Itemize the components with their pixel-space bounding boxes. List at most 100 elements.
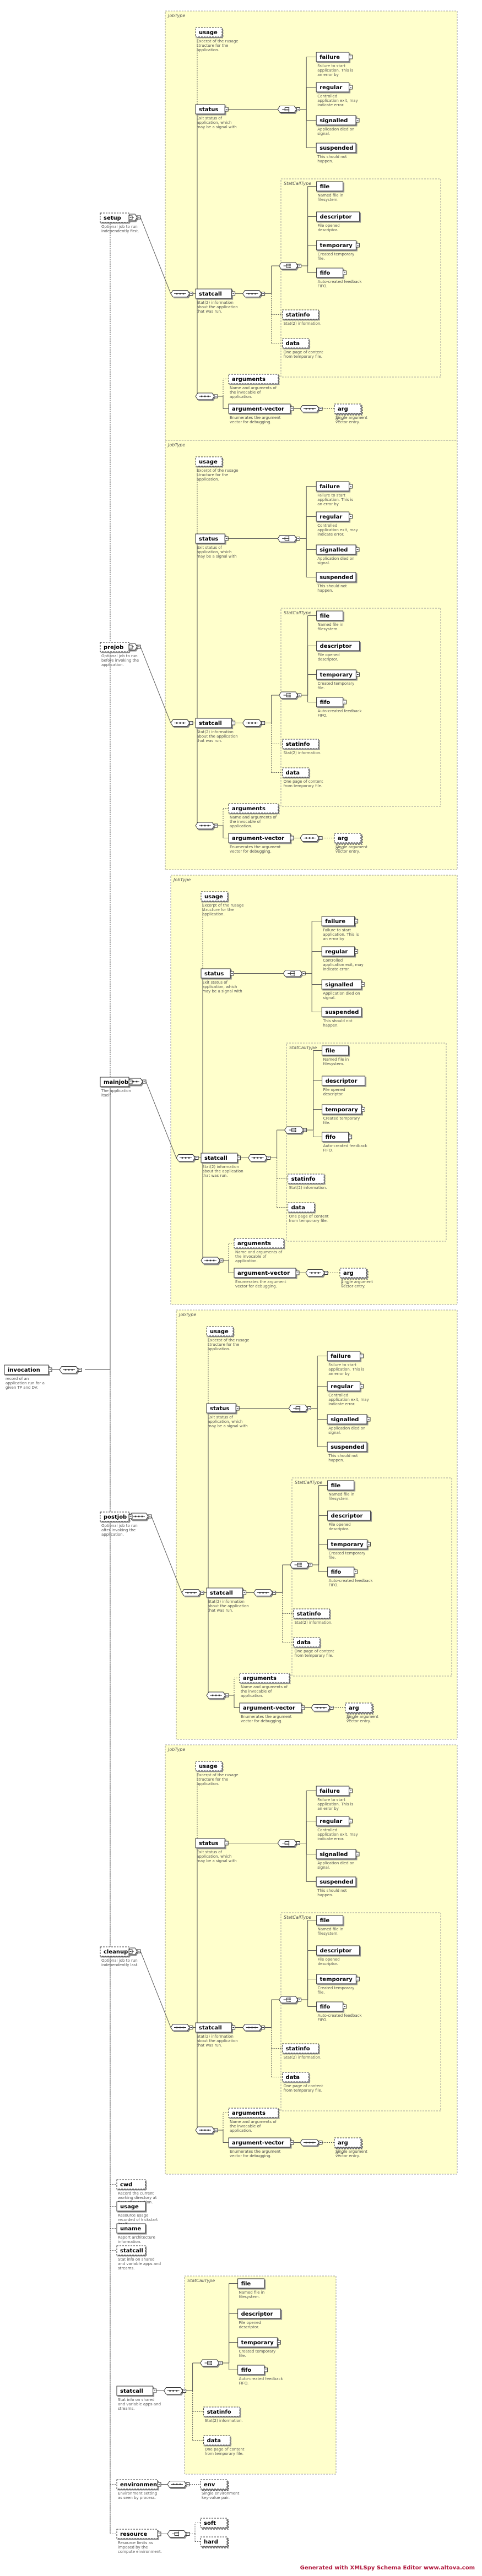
- sequence-compositor-icon[interactable]: [300, 2139, 323, 2146]
- choice-compositor-icon[interactable]: [289, 1561, 313, 1569]
- sequence-compositor-icon[interactable]: [311, 1704, 334, 1711]
- sequence-compositor-icon[interactable]: [195, 392, 218, 400]
- choice-compositor-icon[interactable]: [277, 1840, 300, 1847]
- sequence-compositor-icon[interactable]: [170, 719, 193, 727]
- sequence-compositor-icon[interactable]: [300, 834, 323, 842]
- choice-compositor-icon[interactable]: [284, 1126, 307, 1134]
- sequence-compositor-icon[interactable]: [129, 1513, 152, 1520]
- sequence-compositor-icon[interactable]: [242, 719, 266, 727]
- sequence-compositor-icon[interactable]: [305, 1269, 328, 1276]
- sequence-compositor-icon[interactable]: [195, 822, 218, 829]
- sequence-compositor-icon[interactable]: [195, 2126, 218, 2134]
- sequence-compositor-icon[interactable]: [206, 1691, 229, 1699]
- choice-compositor-icon[interactable]: [278, 691, 302, 699]
- choice-compositor-icon[interactable]: [283, 970, 306, 977]
- sequence-compositor-icon[interactable]: [242, 2024, 266, 2031]
- choice-compositor-icon[interactable]: [288, 1405, 311, 1412]
- element-hard[interactable]: hard: [200, 2536, 229, 2548]
- sequence-compositor-icon[interactable]: [167, 2481, 190, 2488]
- sequence-compositor-icon[interactable]: [163, 2387, 187, 2394]
- sequence-compositor-icon[interactable]: [170, 2024, 193, 2031]
- sequence-compositor-icon[interactable]: [300, 405, 323, 412]
- choice-compositor-icon[interactable]: [278, 262, 302, 270]
- choice-compositor-icon[interactable]: [277, 106, 300, 113]
- sequence-compositor-icon[interactable]: [170, 290, 193, 297]
- choice-compositor-icon[interactable]: [277, 535, 300, 542]
